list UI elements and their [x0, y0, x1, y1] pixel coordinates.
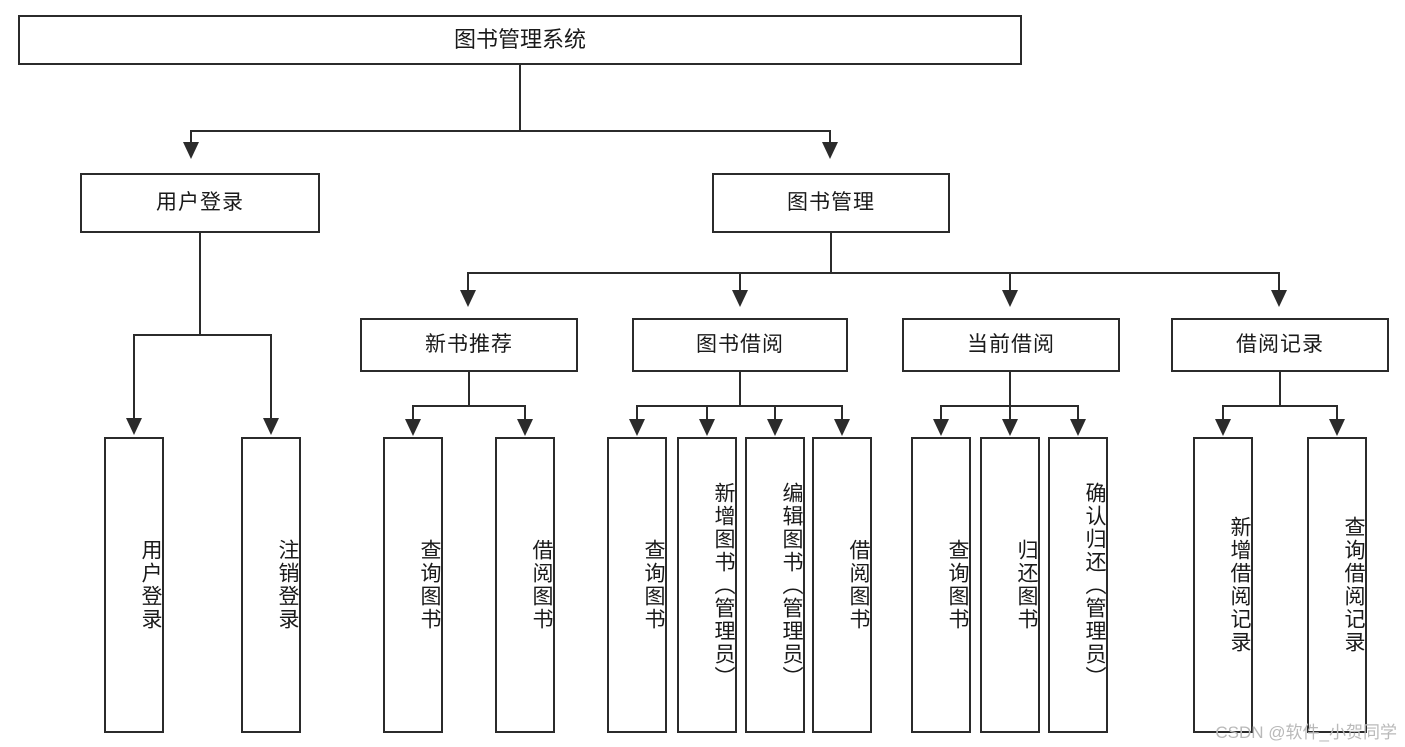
connector-newbookrec-bar: [412, 405, 526, 407]
connector-bookmanage-drop-2: [739, 272, 741, 292]
connector-root-bar: [190, 130, 831, 132]
connector-currentborrow-drop-2: [1009, 405, 1011, 421]
node-leaf-cur-return[interactable]: 归还图书: [980, 437, 1040, 733]
arrow-to-leaf-cur-return: [1002, 419, 1018, 436]
arrow-to-leaf-borrow-edit: [767, 419, 783, 436]
connector-newbookrec-stem: [468, 372, 470, 406]
watermark-text: CSDN @软件_小贺同学: [1215, 723, 1397, 742]
connector-borrowrecord-drop-2: [1336, 405, 1338, 421]
node-leaf-cur-confirm[interactable]: 确认归还（管理员）: [1048, 437, 1108, 733]
node-leaf-user-login-label: 用户登录: [139, 539, 162, 631]
node-root[interactable]: 图书管理系统: [18, 15, 1022, 65]
arrow-to-leaf-rec-add: [1215, 419, 1231, 436]
node-leaf-user-logout-label: 注销登录: [276, 539, 299, 631]
node-leaf-borrow-do[interactable]: 借阅图书: [812, 437, 872, 733]
node-leaf-borrow-add[interactable]: 新增图书（管理员）: [677, 437, 737, 733]
node-leaf-borrow-add-label: 新增图书（管理员）: [712, 481, 735, 689]
arrow-to-book-manage: [822, 142, 838, 159]
connector-userlogin-bar: [133, 334, 272, 336]
node-leaf-user-logout[interactable]: 注销登录: [241, 437, 301, 733]
node-root-label: 图书管理系统: [453, 27, 586, 53]
arrow-to-leaf-user-logout: [263, 418, 279, 435]
connector-currentborrow-drop-3: [1077, 405, 1079, 421]
connector-root-drop-right: [829, 130, 831, 144]
node-leaf-borrow-edit-label: 编辑图书（管理员）: [780, 481, 803, 689]
connector-bookmanage-drop-3: [1009, 272, 1011, 292]
connector-bookborrow-bar: [636, 405, 843, 407]
connector-borrowrecord-stem: [1279, 372, 1281, 406]
connector-bookborrow-drop-2: [706, 405, 708, 421]
node-book-manage-label: 图书管理: [787, 190, 875, 214]
arrow-to-leaf-rec-search: [1329, 419, 1345, 436]
connector-bookborrow-stem: [739, 372, 741, 406]
node-leaf-rec-query-label: 查询图书: [418, 539, 441, 631]
connector-bookmanage-drop-1: [467, 272, 469, 292]
node-leaf-cur-query-label: 查询图书: [946, 539, 969, 631]
node-leaf-cur-confirm-label: 确认归还（管理员）: [1083, 481, 1106, 689]
arrow-to-leaf-user-login: [126, 418, 142, 435]
node-book-borrow[interactable]: 图书借阅: [632, 318, 848, 372]
connector-newbookrec-drop-1: [412, 405, 414, 421]
connector-bookborrow-drop-1: [636, 405, 638, 421]
node-leaf-rec-search-label: 查询借阅记录: [1342, 516, 1365, 654]
connector-userlogin-drop-2: [270, 334, 272, 420]
node-user-login[interactable]: 用户登录: [80, 173, 320, 233]
arrow-to-user-login: [183, 142, 199, 159]
node-leaf-borrow-query-label: 查询图书: [642, 539, 665, 631]
node-leaf-borrow-query[interactable]: 查询图书: [607, 437, 667, 733]
node-current-borrow-label: 当前借阅: [967, 332, 1055, 356]
node-borrow-record[interactable]: 借阅记录: [1171, 318, 1389, 372]
connector-bookmanage-bar: [467, 272, 1280, 274]
arrow-to-current-borrow: [1002, 290, 1018, 307]
arrow-to-leaf-rec-query: [405, 419, 421, 436]
connector-bookmanage-drop-4: [1278, 272, 1280, 292]
connector-borrowrecord-bar: [1222, 405, 1338, 407]
node-new-book-rec[interactable]: 新书推荐: [360, 318, 578, 372]
connector-currentborrow-drop-1: [940, 405, 942, 421]
node-book-manage[interactable]: 图书管理: [712, 173, 950, 233]
arrow-to-book-borrow: [732, 290, 748, 307]
node-leaf-user-login[interactable]: 用户登录: [104, 437, 164, 733]
connector-bookborrow-drop-3: [774, 405, 776, 421]
node-leaf-borrow-do-label: 借阅图书: [847, 539, 870, 631]
connector-root-drop-left: [190, 130, 192, 144]
connector-userlogin-drop-1: [133, 334, 135, 420]
connector-bookmanage-stem: [830, 233, 832, 273]
node-borrow-record-label: 借阅记录: [1236, 332, 1324, 356]
node-user-login-label: 用户登录: [156, 190, 244, 214]
arrow-to-leaf-cur-confirm: [1070, 419, 1086, 436]
node-leaf-rec-borrow[interactable]: 借阅图书: [495, 437, 555, 733]
connector-userlogin-stem: [199, 233, 201, 335]
connector-bookborrow-drop-4: [841, 405, 843, 421]
node-book-borrow-label: 图书借阅: [696, 332, 784, 356]
node-leaf-rec-add[interactable]: 新增借阅记录: [1193, 437, 1253, 733]
node-leaf-rec-query[interactable]: 查询图书: [383, 437, 443, 733]
arrow-to-new-book-rec: [460, 290, 476, 307]
node-leaf-rec-borrow-label: 借阅图书: [530, 539, 553, 631]
node-leaf-rec-search[interactable]: 查询借阅记录: [1307, 437, 1367, 733]
arrow-to-leaf-cur-query: [933, 419, 949, 436]
node-leaf-cur-query[interactable]: 查询图书: [911, 437, 971, 733]
arrow-to-leaf-borrow-query: [629, 419, 645, 436]
node-current-borrow[interactable]: 当前借阅: [902, 318, 1120, 372]
arrow-to-leaf-rec-borrow: [517, 419, 533, 436]
connector-root-stem: [519, 65, 521, 131]
arrow-to-borrow-record: [1271, 290, 1287, 307]
connector-newbookrec-drop-2: [524, 405, 526, 421]
arrow-to-leaf-borrow-do: [834, 419, 850, 436]
node-leaf-cur-return-label: 归还图书: [1015, 539, 1038, 631]
connector-borrowrecord-drop-1: [1222, 405, 1224, 421]
node-new-book-rec-label: 新书推荐: [425, 332, 513, 356]
node-leaf-borrow-edit[interactable]: 编辑图书（管理员）: [745, 437, 805, 733]
arrow-to-leaf-borrow-add: [699, 419, 715, 436]
connector-currentborrow-stem: [1009, 372, 1011, 406]
node-leaf-rec-add-label: 新增借阅记录: [1228, 516, 1251, 654]
